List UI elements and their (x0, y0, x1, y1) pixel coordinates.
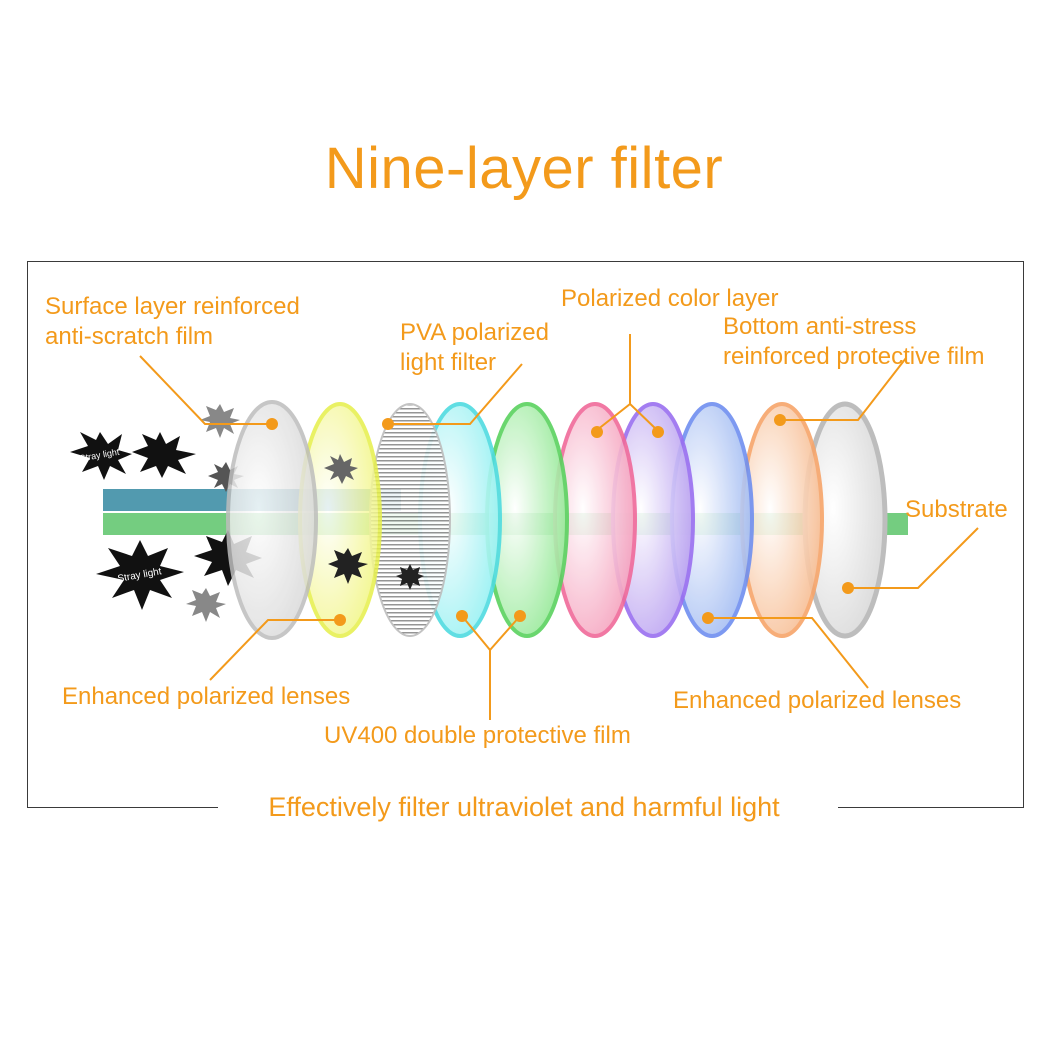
dot-pva (382, 418, 394, 430)
label-pva-filter: PVA polarized light filter (400, 318, 549, 378)
burst-2 (132, 432, 196, 478)
label-polarized-color-text: Polarized color layer (561, 285, 779, 312)
leader-substrate (848, 527, 979, 589)
burst-8 (324, 454, 358, 484)
label-bottom-anti-stress: Bottom anti-stress reinforced protective… (723, 312, 984, 372)
label-substrate: Substrate (905, 495, 1008, 525)
label-bottom-line1: Bottom anti-stress (723, 313, 917, 340)
leader-lines (139, 334, 979, 720)
leader-bottom (782, 357, 907, 421)
dot-surface (266, 418, 278, 430)
label-enhanced-right: Enhanced polarized lenses (673, 686, 961, 716)
dot-polarized-pink (591, 426, 603, 438)
label-pva-line2: light filter (400, 349, 497, 376)
label-enhanced-left: Enhanced polarized lenses (62, 682, 350, 712)
label-uv400: UV400 double protective film (324, 721, 631, 751)
leader-dots (266, 414, 854, 626)
label-surface-line1: Surface layer reinforced (45, 293, 300, 320)
dot-uv400-green (514, 610, 526, 622)
page-title: Nine-layer filter (324, 136, 724, 201)
leader-enhanced-left (209, 619, 340, 681)
label-surface-line2: anti-scratch film (45, 323, 214, 350)
stray-light-bursts: Stray light Stray light (70, 404, 262, 622)
label-bottom-line2: reinforced protective film (723, 343, 985, 370)
dot-enhanced-right (702, 612, 714, 624)
footer-caption: Effectively filter ultraviolet and harmf… (268, 792, 780, 822)
overlay-bursts (324, 454, 424, 590)
lens-surface-anti-scratch (226, 400, 318, 640)
leader-enhanced-right (708, 617, 869, 689)
dot-enhanced-left (334, 614, 346, 626)
label-enhanced-right-text: Enhanced polarized lenses (673, 687, 962, 714)
leader-pva (388, 363, 523, 425)
label-polarized-color: Polarized color layer (561, 284, 778, 314)
dot-uv400-cyan (456, 610, 468, 622)
label-surface-anti-scratch: Surface layer reinforced anti-scratch fi… (45, 292, 300, 352)
burst-5 (200, 404, 240, 438)
frame-gap (218, 800, 838, 818)
leader-uv400-b (489, 615, 521, 651)
lens-layers (226, 400, 888, 640)
dot-substrate (842, 582, 854, 594)
burst-10 (396, 564, 424, 590)
dot-polarized-purple (652, 426, 664, 438)
label-uv400-text: UV400 double protective film (324, 722, 631, 749)
burst-3 (96, 540, 184, 610)
label-pva-line1: PVA polarized (400, 319, 549, 346)
burst-1 (70, 432, 132, 480)
label-enhanced-left-text: Enhanced polarized lenses (62, 683, 351, 710)
dot-bottom (774, 414, 786, 426)
leader-polarized-color-b (629, 403, 658, 431)
burst-9 (328, 548, 368, 584)
leader-surface (139, 355, 272, 425)
label-substrate-text: Substrate (905, 496, 1008, 523)
burst-6 (186, 588, 226, 622)
